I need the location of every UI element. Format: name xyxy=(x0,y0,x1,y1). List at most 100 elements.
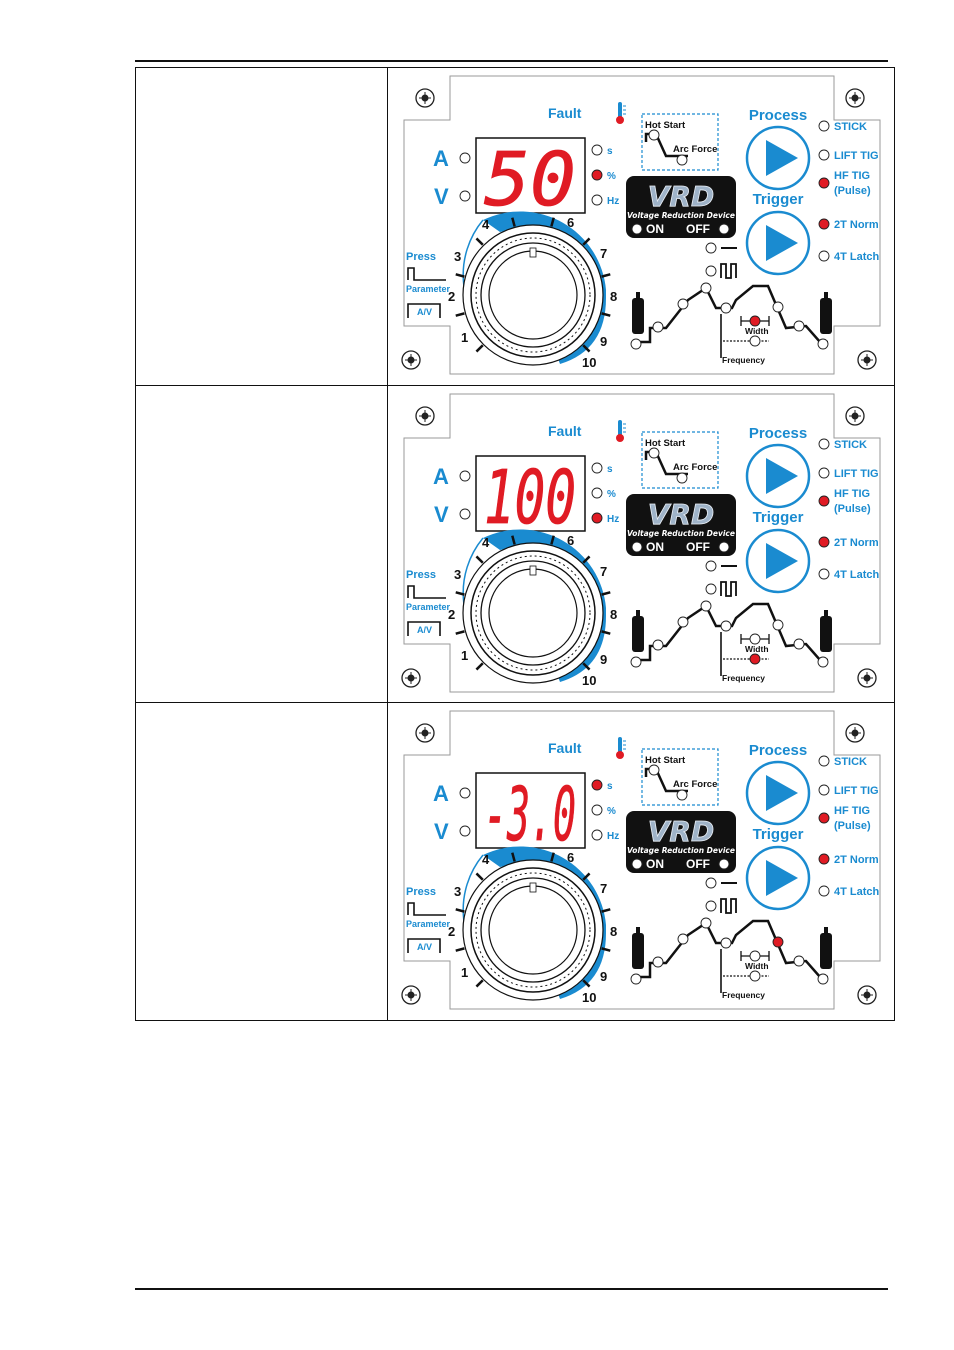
dial-number: 6 xyxy=(567,533,574,548)
dial-number: 7 xyxy=(600,246,607,261)
vrd-on-label: ON xyxy=(646,857,664,871)
arc-force-label: Arc Force xyxy=(673,462,717,473)
thermometer-icon xyxy=(616,420,626,442)
hf-tig-led xyxy=(818,177,830,189)
hertz-label: Hz xyxy=(607,514,619,525)
dial-number: 3 xyxy=(454,249,461,264)
table-row: Fault A V 50 s % Hz Hot Start Arc Force … xyxy=(136,68,894,385)
lift-tig-led xyxy=(818,784,830,796)
gas-bottle-icon xyxy=(632,610,644,652)
pulse-icon xyxy=(720,898,737,914)
lift-tig-led xyxy=(818,149,830,161)
trigger-button[interactable] xyxy=(745,210,811,276)
hertz-led xyxy=(591,829,603,841)
vrd-off-label: OFF xyxy=(686,857,710,871)
dial-tick xyxy=(601,908,611,913)
vrd-off-label: OFF xyxy=(686,540,710,554)
screw-icon xyxy=(401,985,421,1005)
trigger-button[interactable] xyxy=(745,845,811,911)
screw-icon xyxy=(415,88,435,108)
amps-led xyxy=(459,152,471,164)
press-short-icon xyxy=(407,902,446,916)
figure-table: Fault A V 50 s % Hz Hot Start Arc Force … xyxy=(135,67,895,1021)
header-rule xyxy=(135,60,888,62)
hot-start-label: Hot Start xyxy=(645,755,686,766)
dial-tick xyxy=(550,852,555,862)
process-button[interactable] xyxy=(745,443,811,509)
gas-bottle-icon xyxy=(820,610,832,652)
crater-current-led xyxy=(793,320,805,332)
vrd-off-led xyxy=(718,541,730,553)
hertz-label: Hz xyxy=(607,196,619,207)
tuning-knob[interactable] xyxy=(462,859,604,1001)
parameter-label: Parameter xyxy=(406,602,451,612)
base-current-led xyxy=(720,302,732,314)
dial-number: 7 xyxy=(600,881,607,896)
pulse-frequency-led xyxy=(749,335,761,347)
control-panel: Fault A V 50 s % Hz Hot Start Arc Force … xyxy=(401,75,881,375)
percent-led xyxy=(591,169,603,181)
vrd-logo: VRD xyxy=(648,498,714,531)
pulse-mode-label: (Pulse) xyxy=(834,820,871,832)
screw-icon xyxy=(415,723,435,743)
pulse-frequency-led xyxy=(749,970,761,982)
process-button[interactable] xyxy=(745,760,811,826)
dial-tick xyxy=(582,344,591,353)
amps-led xyxy=(459,470,471,482)
seconds-led xyxy=(591,779,603,791)
crater-current-led xyxy=(793,638,805,650)
volts-label: V xyxy=(434,819,449,844)
dial-tick xyxy=(601,591,611,596)
vrd-logo: VRD xyxy=(648,815,714,848)
hf-tig-led xyxy=(818,812,830,824)
percent-label: % xyxy=(607,806,616,817)
vrd-on-label: ON xyxy=(646,222,664,236)
pulse-width-led xyxy=(749,950,761,962)
weld-sequence-curve xyxy=(636,919,828,979)
fault-label: Fault xyxy=(548,740,582,756)
dc-led xyxy=(705,877,717,889)
dial-tick xyxy=(582,237,591,246)
play-icon xyxy=(766,225,798,261)
tuning-knob[interactable] xyxy=(462,224,604,366)
dial-number: 9 xyxy=(600,652,607,667)
dial-number: 1 xyxy=(461,330,468,345)
thermometer-icon xyxy=(616,737,626,759)
press-short-icon xyxy=(407,267,446,281)
frequency-label: Frequency xyxy=(722,990,765,1000)
dial-number: 10 xyxy=(582,673,596,688)
trigger-button[interactable] xyxy=(745,528,811,594)
dial-tick xyxy=(475,344,484,353)
seconds-label: s xyxy=(607,781,613,792)
hot-start-box xyxy=(641,431,719,489)
description-cell xyxy=(136,703,388,1020)
press-short-icon xyxy=(407,585,446,599)
pre-flow-led xyxy=(630,338,642,350)
four-t-label: 4T Latch xyxy=(834,886,880,898)
gas-bottle-icon xyxy=(632,292,644,334)
display-readout: -3.0 xyxy=(484,772,576,858)
pulse-led xyxy=(705,583,717,595)
downslope-led xyxy=(772,936,784,948)
dial-number: 2 xyxy=(448,289,455,304)
trigger-label: Trigger xyxy=(753,509,804,526)
dial-tick xyxy=(601,273,611,278)
display-readout: 100 xyxy=(484,455,576,541)
dial-number: 4 xyxy=(482,535,490,550)
display-frame xyxy=(475,772,586,849)
dial-tick xyxy=(582,979,591,988)
process-button[interactable] xyxy=(745,125,811,191)
tuning-knob[interactable] xyxy=(462,542,604,684)
dial-tick xyxy=(455,630,465,635)
dial-number: 2 xyxy=(448,924,455,939)
trigger-label: Trigger xyxy=(753,826,804,843)
seconds-led xyxy=(591,462,603,474)
four-t-led xyxy=(818,568,830,580)
vrd-caption: Voltage Reduction Device xyxy=(627,211,735,220)
dial-number: 8 xyxy=(610,607,617,622)
dial-tick xyxy=(550,535,555,545)
stick-label: STICK xyxy=(834,756,867,768)
pulse-width-led xyxy=(749,633,761,645)
arc-force-led xyxy=(676,789,688,801)
dial-number: 6 xyxy=(567,850,574,865)
